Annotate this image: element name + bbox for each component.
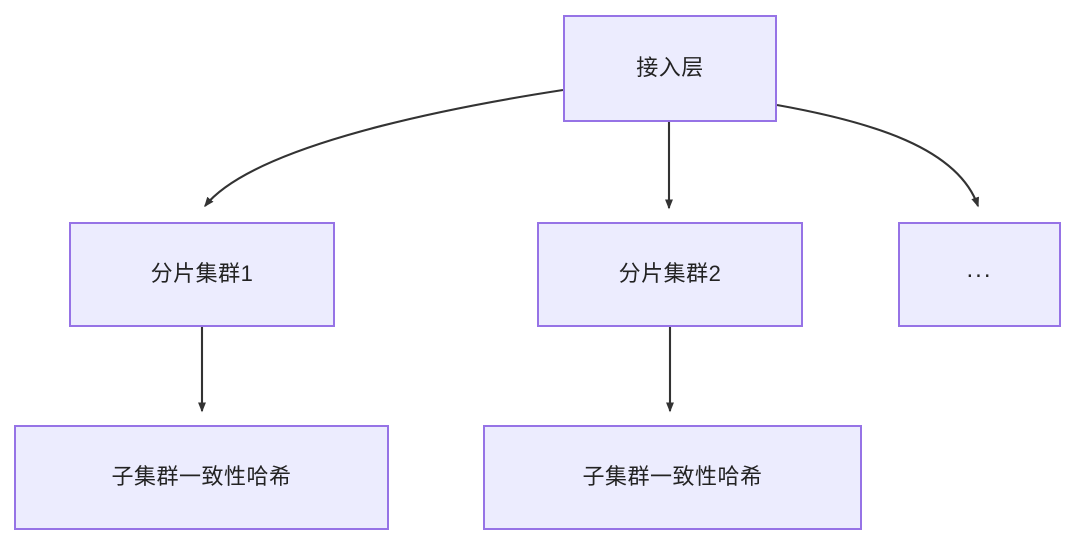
node-shard-cluster-more[interactable]: ... xyxy=(898,222,1061,327)
node-access-layer[interactable]: 接入层 xyxy=(563,15,777,122)
node-shard-cluster-1-label: 分片集群1 xyxy=(150,261,254,287)
ellipsis-icon: ... xyxy=(966,256,993,284)
node-subcluster-consistent-hash-2[interactable]: 子集群一致性哈希 xyxy=(483,425,862,530)
node-subcluster-consistent-hash-2-label: 子集群一致性哈希 xyxy=(582,464,763,490)
node-subcluster-consistent-hash-1[interactable]: 子集群一致性哈希 xyxy=(14,425,389,530)
edge-access-to-shard-more xyxy=(776,103,979,208)
node-shard-cluster-1[interactable]: 分片集群1 xyxy=(69,222,335,327)
node-shard-cluster-2[interactable]: 分片集群2 xyxy=(537,222,803,327)
node-shard-cluster-2-label: 分片集群2 xyxy=(618,261,722,287)
edge-access-to-shard-1 xyxy=(204,88,564,208)
node-access-layer-label: 接入层 xyxy=(636,55,704,81)
node-subcluster-consistent-hash-1-label: 子集群一致性哈希 xyxy=(111,464,292,490)
